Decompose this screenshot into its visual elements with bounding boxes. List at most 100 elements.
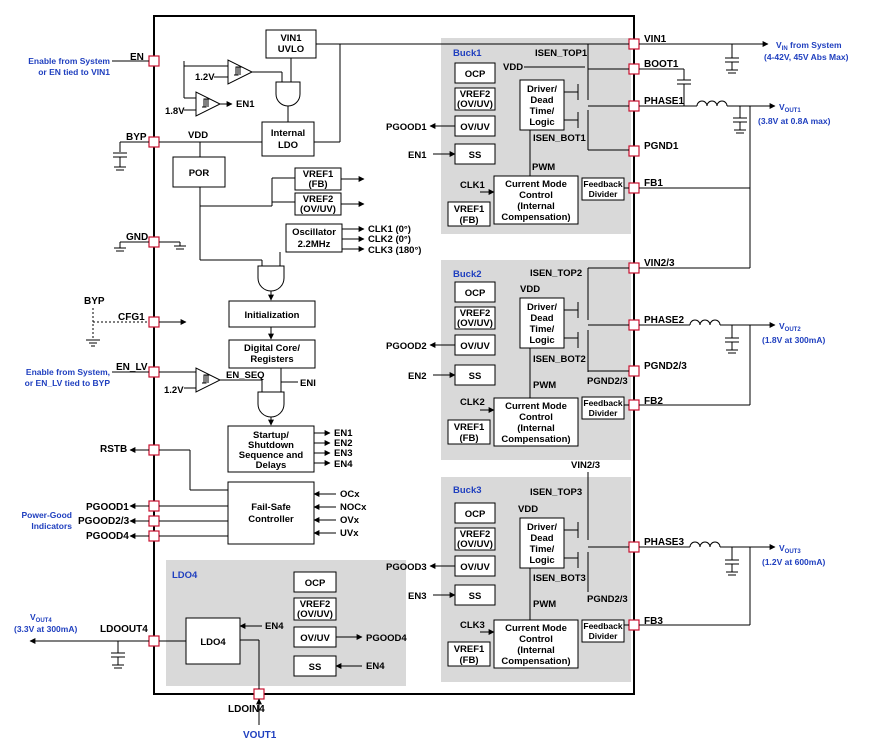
pin-cfg1 <box>148 316 160 328</box>
vout1-label: VOUT1 <box>779 102 801 114</box>
pin-rstb <box>148 444 160 456</box>
svg-text:(Internal: (Internal <box>517 645 554 656</box>
svg-text:OV/UV: OV/UV <box>460 562 490 573</box>
svg-text:Sequence and: Sequence and <box>239 450 304 461</box>
pin-phase1 <box>628 100 640 112</box>
svg-text:VREF2: VREF2 <box>460 529 491 540</box>
clk2-label: CLK2 (0°) <box>368 234 411 245</box>
inductor-1 <box>696 100 728 107</box>
vout3-spec: (1.2V at 600mA) <box>762 557 825 567</box>
svg-text:Registers: Registers <box>250 354 293 365</box>
buck3-pwm: PWM <box>533 599 556 610</box>
power-good-line2: Indicators <box>31 521 72 531</box>
buck2-cm-control <box>493 397 579 447</box>
and-gate-2 <box>257 265 285 292</box>
pin-ldoin4 <box>253 688 265 700</box>
svg-text:UVLO: UVLO <box>278 44 304 55</box>
buck1-vref1 <box>447 201 491 227</box>
buck2-isen-top: ISEN_TOP2 <box>530 268 582 279</box>
buck1-ocp <box>454 62 496 84</box>
svg-text:(OV/UV): (OV/UV) <box>457 99 493 110</box>
svg-text:OCP: OCP <box>465 69 486 80</box>
pin-phase1-label: PHASE1 <box>644 96 684 107</box>
vin1-uvlo-block <box>265 29 317 59</box>
svg-text:Controller: Controller <box>248 514 294 525</box>
en1-output-label: EN1 <box>236 99 255 110</box>
svg-text:Dead: Dead <box>530 313 553 324</box>
en-lv-source-line1: Enable from System, <box>26 367 110 377</box>
svg-text:OCP: OCP <box>465 509 486 520</box>
buck3-pgnd-inner: PGND2/3 <box>587 594 628 605</box>
svg-text:Driver/: Driver/ <box>527 84 557 95</box>
svg-text:Internal: Internal <box>271 128 305 139</box>
en-source-line1: Enable from System <box>28 56 110 66</box>
pin-pgood23-label: PGOOD2/3 <box>78 516 130 527</box>
en-seq-label: EN_SEQ <box>226 370 265 381</box>
vout4-spec: (3.3V at 300mA) <box>14 624 77 634</box>
svg-text:SS: SS <box>469 150 482 161</box>
buck2-en: EN2 <box>408 371 426 382</box>
svg-text:OCP: OCP <box>465 288 486 299</box>
svg-text:Digital Core/: Digital Core/ <box>244 343 300 354</box>
clk3-label: CLK3 (180°) <box>368 245 421 256</box>
buck1-title: Buck1 <box>453 48 482 59</box>
por-block <box>172 156 226 188</box>
pin-en-lv-label: EN_LV <box>116 362 148 373</box>
seq-en4: EN4 <box>334 459 353 470</box>
pin-pgood23 <box>148 515 160 527</box>
pin-pgnd1 <box>628 145 640 157</box>
pin-pgood4-label: PGOOD4 <box>86 531 129 542</box>
svg-text:Control: Control <box>519 634 553 645</box>
pin-ldoin4-label: LDOIN4 <box>228 704 265 715</box>
svg-text:Driver/: Driver/ <box>527 302 557 313</box>
fault-nocx: NOCx <box>340 502 367 513</box>
ldo4-en: EN4 <box>366 661 385 672</box>
svg-text:LDO4: LDO4 <box>200 637 226 648</box>
svg-text:Delays: Delays <box>256 460 287 471</box>
svg-text:Compensation): Compensation) <box>501 434 570 445</box>
buck2-vref1 <box>447 419 491 445</box>
buck1-vdd: VDD <box>503 62 523 73</box>
svg-text:Feedback: Feedback <box>583 179 622 189</box>
pin-fb1-label: FB1 <box>644 178 663 189</box>
buck2-clk: CLK2 <box>460 397 485 408</box>
svg-text:Shutdown: Shutdown <box>248 440 294 451</box>
buck1-cm-control <box>493 175 579 225</box>
vin-range-label: (4-42V, 45V Abs Max) <box>764 52 849 62</box>
svg-text:OV/UV: OV/UV <box>460 341 490 352</box>
pin-byp-label: BYP <box>126 132 147 143</box>
oscillator-block <box>285 223 343 253</box>
svg-text:Compensation): Compensation) <box>501 656 570 667</box>
vin-system-label: VIN from System <box>776 40 842 52</box>
svg-text:VREF2: VREF2 <box>460 89 491 100</box>
svg-text:Control: Control <box>519 190 553 201</box>
seq-en3: EN3 <box>334 448 352 459</box>
pin-boot1-label: BOOT1 <box>644 59 679 70</box>
fault-ovx: OVx <box>340 515 360 526</box>
svg-text:Time/: Time/ <box>530 106 555 117</box>
ldo4-title: LDO4 <box>172 570 198 581</box>
pin-vin1-label: VIN1 <box>644 34 667 45</box>
buck3-vin-top: VIN2/3 <box>571 460 600 471</box>
ref-1v2b-label: 1.2V <box>164 385 184 396</box>
svg-text:(FB): (FB) <box>460 215 479 226</box>
pin-ldoout4-label: LDOOUT4 <box>100 624 148 635</box>
svg-text:Oscillator: Oscillator <box>292 227 336 238</box>
pin-fb3-label: FB3 <box>644 616 663 627</box>
pin-ldoout4 <box>148 635 160 647</box>
svg-text:SS: SS <box>469 371 482 382</box>
pin-boot1 <box>628 63 640 75</box>
internal-ldo-block <box>261 121 315 157</box>
pin-rstb-label: RSTB <box>100 444 127 455</box>
svg-text:Control: Control <box>519 412 553 423</box>
pin-pgood1-label: PGOOD1 <box>86 502 129 513</box>
pin-fb1 <box>628 182 640 194</box>
svg-text:VREF1: VREF1 <box>454 644 485 655</box>
pin-vin23 <box>628 262 640 274</box>
seq-en1: EN1 <box>334 428 353 439</box>
power-good-line1: Power-Good <box>21 510 72 520</box>
and-gate-3 <box>257 391 285 418</box>
pin-byp <box>148 136 160 148</box>
vout2-label: VOUT2 <box>779 321 801 333</box>
buck2-vdd: VDD <box>520 284 540 295</box>
